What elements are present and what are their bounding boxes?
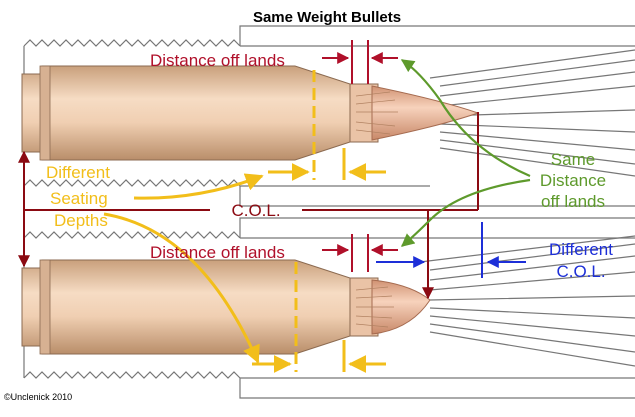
seating-line-3: Depths [54,211,108,230]
different-seating-depths-label: Different Seating Depths [46,163,110,230]
cartridge-top-icon [21,65,480,161]
diff-col-line-1: Different [549,240,613,259]
same-line-1: Same [551,150,595,169]
distance-off-lands-bottom-label: Distance off lands [150,243,285,262]
different-col-label: Different C.O.L. [549,240,613,281]
seating-line-1: Different [46,163,110,182]
seating-depth-markers [103,70,386,373]
copyright: ©Unclenick 2010 [4,392,72,402]
different-col-markers [376,222,526,278]
same-line-3: off lands [541,192,605,211]
col-label: C.O.L. [231,201,280,220]
same-distance-arrows [400,59,531,247]
diagram-title: Same Weight Bullets [253,9,401,26]
col-markers [18,112,479,300]
distance-off-lands-top-label: Distance off lands [150,51,285,70]
diff-col-line-2: C.O.L. [556,262,605,281]
seating-line-2: Seating [50,189,108,208]
same-distance-off-lands-label: Same Distance off lands [540,150,606,211]
rifle-barrel-top-icon [23,25,635,207]
cartridge-bottom-icon [21,259,431,355]
same-line-2: Distance [540,171,606,190]
distance-off-lands-markers [322,40,398,272]
